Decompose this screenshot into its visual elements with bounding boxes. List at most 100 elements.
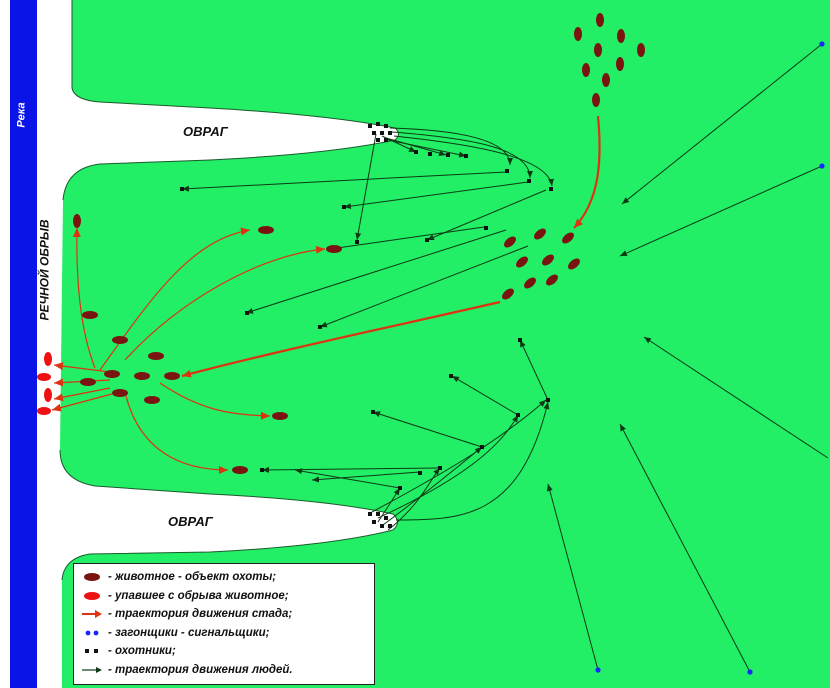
hunter — [388, 524, 392, 528]
legend-item-fallen-animal: - упавшее с обрыва животное; — [80, 587, 368, 606]
people-path — [261, 466, 441, 473]
legend-label: - траектория движения стада; — [108, 608, 293, 621]
people-path — [426, 189, 547, 241]
legend-item-beaters: - загонщики - сигнальщики; — [80, 624, 368, 643]
hunter — [384, 124, 388, 128]
people-path — [311, 471, 421, 483]
animal — [272, 412, 288, 420]
ravine-top-outline — [62, 0, 399, 201]
cliff-label-text: РЕЧНОЙ ОБРЫВ — [37, 219, 51, 321]
animal — [596, 13, 604, 27]
river-bank-line — [37, 0, 39, 688]
herd-path — [99, 227, 251, 371]
cliff-edge-zone — [38, 0, 399, 688]
legend-item-people-path: - траектория движения людей. — [80, 661, 368, 680]
legend: - животное - объект охоты; - упавшее с о… — [73, 563, 375, 685]
fallen-animal-icon — [80, 589, 104, 603]
herd-path — [159, 382, 271, 420]
people-path — [372, 411, 483, 448]
legend-item-hunters: - охотники; — [80, 642, 368, 661]
hunter — [418, 471, 422, 475]
hunter — [368, 124, 372, 128]
people-trajectories — [181, 43, 829, 673]
hunter — [376, 122, 380, 126]
animal — [542, 254, 554, 266]
hunter — [505, 169, 509, 173]
hunter — [368, 512, 372, 516]
animal — [602, 73, 610, 87]
animal — [534, 228, 546, 240]
legend-label: - животное - объект охоты; — [108, 571, 277, 584]
black-arrow-icon — [80, 663, 104, 677]
hunter — [355, 240, 359, 244]
people-path — [451, 375, 519, 416]
beater — [819, 41, 825, 47]
hunter — [380, 131, 384, 135]
hunter — [480, 445, 484, 449]
people-path — [355, 133, 377, 241]
people-path — [377, 414, 519, 519]
hunter — [464, 154, 468, 158]
hunter — [398, 486, 402, 490]
people-path — [329, 226, 485, 251]
legend-item-herd-path: - траектория движения стада; — [80, 605, 368, 624]
animals — [73, 13, 645, 474]
animal — [502, 288, 514, 300]
people-path — [546, 483, 599, 671]
hunter — [425, 238, 429, 242]
beater — [819, 163, 825, 169]
animal — [258, 226, 274, 234]
hunters — [180, 122, 553, 528]
hunter — [549, 187, 553, 191]
blue-dots-icon — [80, 626, 104, 640]
herd-path — [53, 387, 111, 402]
animal — [582, 63, 590, 77]
people-path — [377, 487, 401, 523]
black-squares-icon — [80, 644, 104, 658]
hunter — [428, 152, 432, 156]
animal — [562, 232, 574, 244]
ravine-top-label: ОВРАГ — [183, 124, 228, 139]
beaters — [595, 41, 825, 675]
people-path — [343, 181, 529, 210]
people-path — [643, 336, 829, 459]
ravine-bottom-label: ОВРАГ — [168, 514, 213, 529]
legend-item-animal: - животное - объект охоты; — [80, 568, 368, 587]
red-arrow-icon — [80, 607, 104, 621]
hunter — [376, 512, 380, 516]
hunter — [342, 205, 346, 209]
hunter — [516, 413, 520, 417]
people-path — [389, 127, 513, 166]
hunter — [372, 131, 376, 135]
people-path — [387, 139, 467, 158]
animal — [524, 277, 536, 289]
hunter — [371, 410, 375, 414]
cliff-label: РЕЧНОЙ ОБРЫВ — [30, 200, 58, 340]
animal — [617, 29, 625, 43]
hunter — [449, 374, 453, 378]
people-path — [319, 245, 529, 328]
fallen-animal — [37, 373, 51, 381]
people-path — [391, 131, 533, 179]
animal — [546, 274, 558, 286]
hunter — [388, 131, 392, 135]
fallen-animal — [44, 388, 52, 402]
fallen-animal — [37, 407, 51, 415]
people-path — [385, 137, 447, 156]
people-path — [387, 467, 441, 531]
animal — [326, 245, 342, 253]
fallen-animals — [37, 352, 52, 415]
hunter — [527, 179, 531, 183]
animal — [82, 311, 98, 319]
people-path — [181, 171, 507, 192]
animal — [592, 93, 600, 107]
hunter — [384, 516, 388, 520]
people-path — [395, 401, 550, 521]
herd-path — [53, 362, 111, 373]
people-path — [519, 339, 549, 401]
animal — [504, 236, 516, 248]
people-path — [619, 165, 823, 257]
animal — [104, 370, 120, 378]
animal — [516, 256, 528, 268]
people-path — [621, 43, 823, 205]
